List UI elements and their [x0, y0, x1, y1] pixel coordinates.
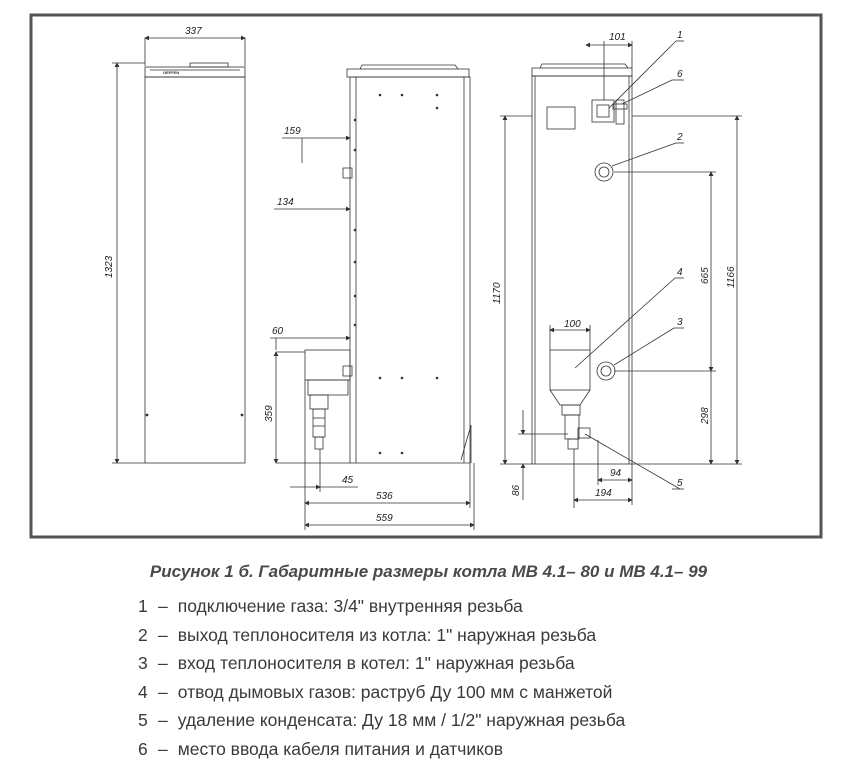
legend-text: подключение газа: 3/4" внутренняя резьба	[178, 596, 523, 616]
dim-back-298: 298	[700, 407, 711, 425]
dim-side-159: 159	[284, 126, 301, 137]
dim-side-60: 60	[272, 326, 284, 337]
legend-dash: –	[158, 706, 168, 735]
dim-front-width: 337	[185, 26, 202, 37]
legend-dash: –	[158, 621, 168, 650]
dim-back-100: 100	[564, 319, 581, 330]
legend-dash: –	[158, 678, 168, 707]
legend-item: 1–подключение газа: 3/4" внутренняя резь…	[138, 592, 625, 621]
legend-number: 4	[138, 678, 152, 707]
legend-dash: –	[158, 649, 168, 678]
legend-text: удаление конденсата: Ду 18 мм / 1/2" нар…	[178, 710, 625, 730]
dim-side-45: 45	[342, 475, 354, 486]
legend-dash: –	[158, 592, 168, 621]
legend-number: 1	[138, 592, 152, 621]
legend-item: 5–удаление конденсата: Ду 18 мм / 1/2" н…	[138, 706, 625, 735]
legend-text: вход теплоносителя в котел: 1" наружная …	[178, 653, 575, 673]
legend-number: 2	[138, 621, 152, 650]
dim-side-559: 559	[376, 513, 393, 524]
boiler-drawing: GEFFEN 337 1323 159 134 60 359 45 536 55…	[0, 0, 857, 545]
callout-6: 6	[677, 69, 683, 80]
dim-back-86: 86	[511, 484, 522, 496]
dim-front-height: 1323	[104, 255, 115, 278]
legend-item: 3–вход теплоносителя в котел: 1" наружна…	[138, 649, 625, 678]
callout-5: 5	[677, 478, 683, 489]
callout-1: 1	[677, 30, 683, 41]
figure-caption: Рисунок 1 б. Габаритные размеры котла МВ…	[0, 562, 857, 582]
dim-side-134: 134	[277, 197, 294, 208]
callout-2: 2	[676, 132, 683, 143]
brand-logo: GEFFEN	[163, 70, 179, 75]
dim-back-665: 665	[700, 267, 711, 284]
dim-side-359: 359	[264, 405, 275, 422]
dim-back-101: 101	[609, 32, 626, 43]
dim-side-536: 536	[376, 491, 393, 502]
callout-4: 4	[677, 267, 683, 278]
dim-back-194: 194	[595, 488, 612, 499]
legend-list: 1–подключение газа: 3/4" внутренняя резь…	[138, 592, 625, 763]
legend-item: 2–выход теплоносителя из котла: 1" наруж…	[138, 621, 625, 650]
dim-back-1170: 1170	[492, 282, 503, 304]
callout-3: 3	[677, 317, 683, 328]
legend-number: 5	[138, 706, 152, 735]
legend-text: место ввода кабеля питания и датчиков	[178, 739, 503, 759]
legend-text: отвод дымовых газов: раструб Ду 100 мм с…	[178, 682, 613, 702]
legend-number: 3	[138, 649, 152, 678]
legend-item: 4–отвод дымовых газов: раструб Ду 100 мм…	[138, 678, 625, 707]
dim-back-1166: 1166	[726, 266, 737, 288]
legend-text: выход теплоносителя из котла: 1" наружна…	[178, 625, 596, 645]
dim-back-94: 94	[610, 468, 622, 479]
